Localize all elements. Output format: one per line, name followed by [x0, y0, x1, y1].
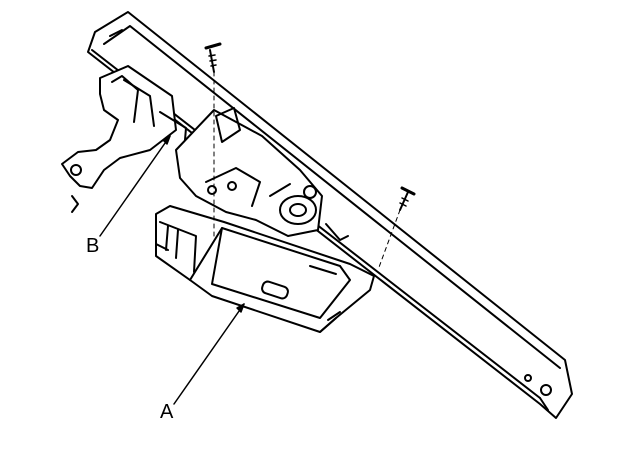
screw-right — [399, 186, 416, 211]
left-bracket — [61, 65, 187, 213]
control-module — [155, 205, 375, 333]
center-mechanism — [175, 107, 349, 241]
screw-top — [204, 42, 222, 73]
alignment-lines — [213, 71, 401, 271]
callout-a-label: A — [160, 401, 174, 423]
leader-lines — [99, 135, 245, 405]
callout-b-label: B — [86, 235, 100, 257]
